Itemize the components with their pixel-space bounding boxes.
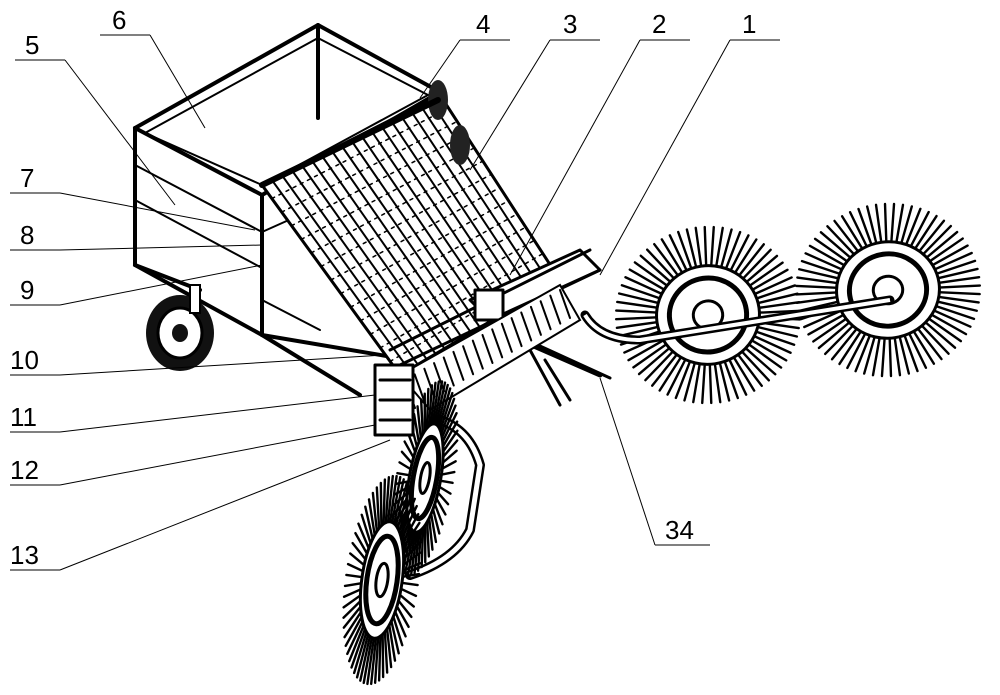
leader-lines	[10, 34, 780, 571]
callout-9: 9	[20, 275, 34, 305]
callout-1: 1	[742, 9, 756, 39]
callout-5: 5	[25, 30, 39, 60]
callout-4: 4	[476, 9, 490, 39]
callout-10: 10	[10, 345, 39, 375]
callout-11: 11	[10, 402, 37, 432]
right-brush-assembly	[580, 202, 982, 405]
callout-13: 13	[10, 540, 39, 570]
callout-7: 7	[20, 163, 34, 193]
callout-6: 6	[112, 5, 126, 35]
rear-wheel	[146, 284, 214, 371]
callout-12: 12	[10, 455, 39, 485]
left-brush-assembly	[342, 380, 485, 686]
drive-frame	[388, 248, 612, 407]
callout-8: 8	[20, 220, 34, 250]
callout-34: 34	[665, 515, 694, 545]
lower-rake	[398, 283, 582, 412]
side-plate	[373, 363, 415, 437]
callout-3: 3	[563, 9, 577, 39]
callouts: 1 2 3 4 5 6 7 8 9 10 11 12 13 34	[10, 5, 756, 570]
callout-2: 2	[652, 9, 666, 39]
